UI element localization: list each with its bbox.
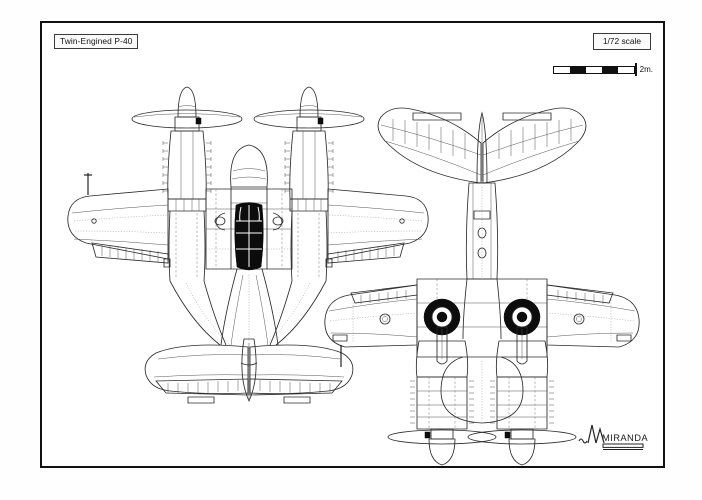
starboard-wing-bottom: [546, 284, 640, 348]
starboard-propeller-disc: [253, 109, 365, 129]
scale-bar-segment: [618, 66, 635, 73]
scale-block: 1/72 scale: [592, 33, 651, 51]
title-block-label: Twin-Engined P-40: [60, 36, 133, 46]
port-exhaust-stacks-outer: [206, 141, 212, 193]
starboard-wing: [325, 188, 429, 268]
tailplane-bottom: [377, 107, 587, 184]
scale-bar-group: 2m.: [553, 63, 653, 76]
port-main-wheel: [423, 298, 461, 365]
scale-bar-segment: [586, 66, 603, 73]
scale-bar-segment: [554, 66, 571, 73]
port-wing: [67, 173, 171, 268]
starboard-wing-ribs-bottom: [557, 290, 604, 304]
scale-bar-segment: [570, 66, 587, 73]
scale-bar-segment: [602, 66, 619, 73]
canopy-frames: [236, 205, 262, 267]
artist-signature: MIRANDA: [578, 424, 648, 450]
starboard-exhaust-stacks: [284, 141, 290, 193]
fuselage-top: [214, 144, 284, 349]
port-engine-nacelle: [162, 86, 212, 282]
port-wing-bottom: [324, 284, 418, 367]
elevator-ribs-bottom: [392, 119, 572, 159]
starboard-cooling-gills: [490, 380, 554, 424]
starboard-aileron-ribs: [337, 245, 395, 262]
port-propeller-disc: [131, 109, 243, 129]
starboard-nacelle-bottom: [467, 340, 577, 466]
tail-booms: [169, 280, 327, 346]
tailplane-top: [144, 338, 354, 404]
bottom-view-drawing: [324, 107, 640, 466]
wing-centre-section: [205, 188, 293, 270]
top-view-drawing: [67, 86, 429, 404]
centre-fuselage-bottom: [440, 356, 524, 424]
port-nacelle-bottom: [387, 340, 497, 466]
port-exhaust-stacks: [162, 141, 168, 193]
port-aileron-ribs: [101, 245, 159, 262]
scale-bar: [553, 65, 636, 74]
scale-bar-unit-label: 2m.: [639, 65, 653, 74]
title-block: Twin-Engined P-40: [54, 34, 139, 50]
elevator-ribs: [167, 380, 331, 393]
rear-fuselage-bottom: [462, 182, 502, 340]
drawing-frame: Twin-Engined P-40 1/72 scale 2m.: [40, 21, 665, 468]
port-cooling-gills: [410, 380, 474, 424]
signature-text: MIRANDA: [602, 432, 648, 443]
port-wing-ribs-bottom: [360, 290, 407, 304]
starboard-main-wheel: [503, 298, 541, 365]
scale-label: 1/72 scale: [602, 36, 641, 46]
starboard-exhaust-stacks-outer: [328, 141, 334, 193]
scale-bar-end-tick: [635, 63, 637, 76]
